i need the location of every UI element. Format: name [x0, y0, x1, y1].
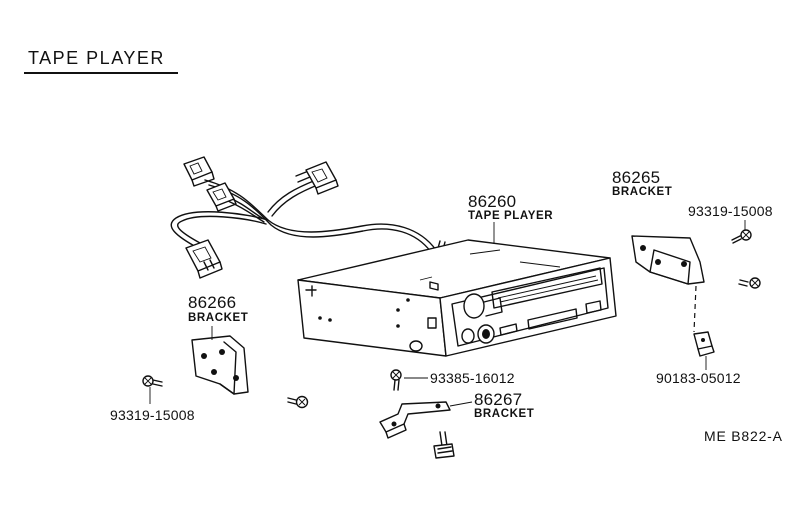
screw-bottom-part — [390, 369, 402, 391]
callout-screw-bottom-number: 93385-16012 — [430, 370, 515, 386]
callout-bracket-bottom-number: 86267 — [474, 390, 523, 409]
bolt-bottom-part — [433, 431, 455, 459]
screw-left-part — [142, 375, 163, 387]
nut-right-part — [693, 331, 715, 357]
callout-bracket-right-number: 86265 — [612, 168, 661, 187]
callout-tape-player-name: TAPE PLAYER — [468, 210, 554, 222]
title-underline — [24, 72, 178, 74]
leader-lines — [149, 220, 746, 407]
connector-middle — [206, 182, 237, 212]
bracket-left-part — [191, 335, 249, 395]
callout-bracket-left-number: 86266 — [188, 293, 237, 312]
callout-bracket-left-name: BRACKET — [188, 312, 249, 324]
bracket-bottom-part — [379, 401, 451, 439]
callout-tape-player-number: 86260 — [468, 192, 517, 211]
screw-right-part — [731, 229, 752, 244]
callout-bracket-bottom-name: BRACKET — [474, 408, 535, 420]
diagram-title: TAPE PLAYER — [28, 48, 165, 68]
callout-screw-right-number: 93319-15008 — [688, 203, 773, 219]
callout-nut-right-number: 90183-05012 — [656, 370, 741, 386]
screw-right-lower-part — [738, 277, 761, 289]
tape-player-unit — [297, 239, 617, 357]
drawing-reference-code: ME B822-A — [704, 428, 783, 444]
callout-screw-left-number: 93319-15008 — [110, 407, 195, 423]
bracket-right-part — [631, 235, 705, 333]
connector-left — [185, 239, 223, 279]
connector-top-left — [183, 156, 215, 187]
callout-bracket-right-name: BRACKET — [612, 186, 673, 198]
connector-top-right — [295, 161, 339, 195]
screw-center-part — [287, 395, 309, 409]
